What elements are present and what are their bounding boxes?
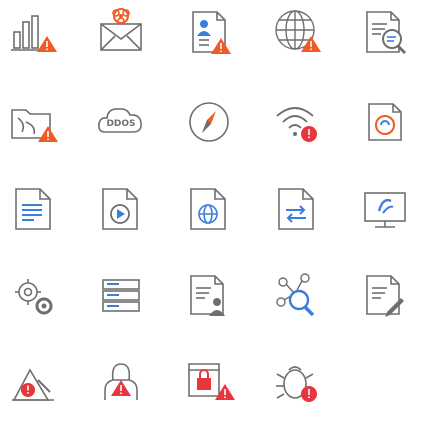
malware-warning-icon [8, 356, 60, 408]
browser-play-icon [95, 183, 147, 235]
wifi-alert-icon [271, 96, 323, 148]
secure-browser-icon [359, 96, 411, 148]
document-edit-icon [359, 270, 411, 322]
biohazard-email-icon [95, 6, 147, 58]
bug-warning-icon [271, 356, 323, 408]
browser-globe-icon [183, 183, 235, 235]
ddos-cloud-icon: DDOS [95, 96, 147, 148]
document-user-icon [183, 270, 235, 322]
document-search-icon [359, 6, 411, 58]
network-search-icon [271, 270, 323, 322]
contact-card-warning-icon [183, 6, 235, 58]
monitor-logo-icon [359, 183, 411, 235]
settings-gears-icon [8, 270, 60, 322]
bar-chart-warning-icon [8, 6, 60, 58]
server-rack-icon [95, 270, 147, 322]
compass-icon [183, 96, 235, 148]
document-text-icon [8, 183, 60, 235]
document-exchange-icon [271, 183, 323, 235]
ddos-label: DDOS [106, 119, 135, 129]
globe-network-warning-icon [271, 6, 323, 58]
ransom-folder-icon [183, 356, 235, 408]
hacker-warning-icon [95, 356, 147, 408]
folder-warning-icon [8, 96, 60, 148]
